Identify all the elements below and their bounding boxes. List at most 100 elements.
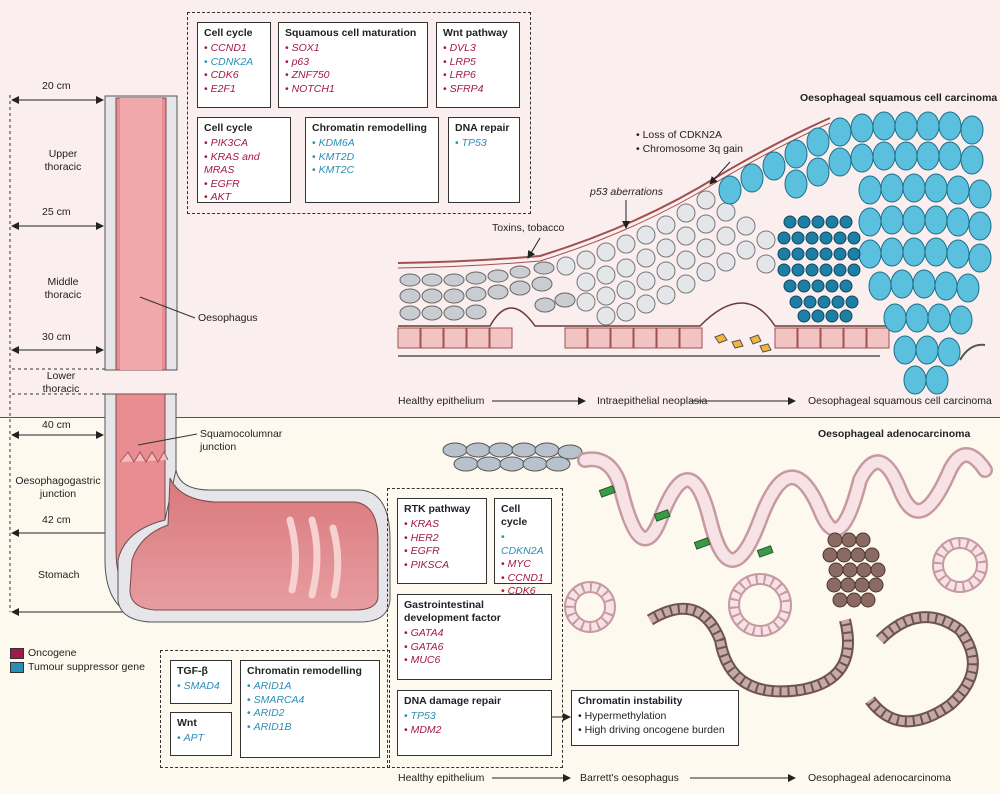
instability-item: Hypermethylation <box>578 710 732 724</box>
squamous-box-1: Squamous cell maturationSOX1p63ZNF750NOT… <box>278 22 428 108</box>
gene-item: APT <box>177 732 225 746</box>
gene-item: TP53 <box>455 137 513 151</box>
gene-item: CDKN2A <box>501 531 545 558</box>
gene-item: ARID1A <box>247 680 373 694</box>
box-title: Cell cycle <box>204 27 253 39</box>
gene-item: SMAD4 <box>177 680 225 694</box>
region-stomach: Stomach <box>38 569 80 581</box>
region-middle-thoracic: Middle thoracic <box>44 276 82 301</box>
adeno-box-1: Cell cycleCDKN2AMYCCCND1CDK6 <box>494 498 552 597</box>
squamous-section-title: Oesophageal squamous cell carcinoma <box>800 92 998 104</box>
adeno-box-6: WntAPT <box>170 712 232 756</box>
squamous-stage-2: Intraepithelial neoplasia <box>597 395 708 407</box>
adeno-box-4: TGF-βSMAD4 <box>170 660 232 704</box>
box-title: Chromatin remodelling <box>247 665 362 677</box>
gene-item: MUC6 <box>404 654 545 668</box>
region-oesophagogastric-junction: Oesophagogastric junction <box>15 475 101 500</box>
legend-suppressor: Tumour suppressor gene <box>28 661 145 673</box>
distance-42cm: 42 cm <box>42 514 71 526</box>
gene-item: p63 <box>285 56 421 70</box>
neoplasia-cells <box>556 190 776 326</box>
gene-item: KMT2C <box>312 164 432 178</box>
gene-item: CDNK2A <box>204 56 264 70</box>
adeno-stage-1: Healthy epithelium <box>398 772 485 784</box>
invasive-cluster <box>777 215 861 323</box>
scj-label: Squamocolumnar junction <box>200 428 283 453</box>
squamous-box-2: Wnt pathwayDVL3LRP5LRP6SFRP4 <box>436 22 520 108</box>
adeno-tissue <box>442 442 993 728</box>
gene-item: KDM6A <box>312 137 432 151</box>
gene-item: KRAS <box>404 518 480 532</box>
chromatin-instability-box: Chromatin instability Hypermethylation H… <box>571 690 739 746</box>
gene-item: ARID2 <box>247 707 373 721</box>
annotation-p53: p53 aberrations <box>590 186 663 198</box>
distance-25cm: 25 cm <box>42 206 71 218</box>
gene-item: SMARCA4 <box>247 694 373 708</box>
adeno-gene-group-right <box>387 488 563 768</box>
carcinoma-cells <box>718 111 992 395</box>
gene-item: AKT <box>204 191 284 205</box>
box-title: Wnt <box>177 717 197 729</box>
panel-divider <box>0 417 1000 418</box>
annotation-loss: • Loss of CDKN2A <box>636 129 722 141</box>
gene-item: SOX1 <box>285 42 421 56</box>
legend-oncogene: Oncogene <box>28 647 77 659</box>
healthy-cells <box>399 261 576 321</box>
distance-30cm: 30 cm <box>42 331 71 343</box>
gene-item: ZNF750 <box>285 69 421 83</box>
gene-item: SFRP4 <box>443 83 513 97</box>
box-title: DNA damage repair <box>404 695 502 707</box>
gene-item: CDK6 <box>204 69 264 83</box>
gene-item: CCND1 <box>501 572 545 586</box>
gene-item: MDM2 <box>404 724 545 738</box>
box-title: Cell cycle <box>204 122 253 134</box>
gene-item: LRP6 <box>443 69 513 83</box>
box-title: Squamous cell maturation <box>285 27 417 39</box>
gene-item: E2F1 <box>204 83 264 97</box>
box-title: TGF-β <box>177 665 208 677</box>
gene-item: TP53 <box>404 710 545 724</box>
squamous-stage-3: Oesophageal squamous cell carcinoma <box>808 395 992 407</box>
annotation-gain: • Chromosome 3q gain <box>636 143 743 155</box>
gene-item: LRP5 <box>443 56 513 70</box>
gene-item: HER2 <box>404 532 480 546</box>
gene-item: PIK3CA <box>204 137 284 151</box>
box-title: Chromatin remodelling <box>312 122 427 134</box>
box-title: DNA repair <box>455 122 510 134</box>
box-title: Wnt pathway <box>443 27 508 39</box>
gene-item: MYC <box>501 558 545 572</box>
oncogene-swatch <box>10 647 24 659</box>
gene-item: KRAS and MRAS <box>204 151 284 178</box>
gene-item: KMT2D <box>312 151 432 165</box>
instability-item: High driving oncogene burden <box>578 724 732 738</box>
box-title: RTK pathway <box>404 503 471 515</box>
gene-item: PIKSCA <box>404 559 480 573</box>
gene-item: DVL3 <box>443 42 513 56</box>
squamous-box-3: Cell cyclePIK3CAKRAS and MRASEGFRAKT <box>197 117 291 203</box>
distance-20cm: 20 cm <box>42 80 71 92</box>
squamous-box-4: Chromatin remodellingKDM6AKMT2DKMT2C <box>305 117 439 203</box>
gene-item: GATA6 <box>404 641 545 655</box>
oesophagus-label: Oesophagus <box>198 312 258 324</box>
region-upper-thoracic: Upper thoracic <box>44 148 82 173</box>
oesophagus-tube <box>104 95 391 623</box>
box-title: Cell cycle <box>501 503 528 528</box>
adeno-gene-group-left <box>160 650 390 768</box>
squamous-stage-1: Healthy epithelium <box>398 395 485 407</box>
adeno-box-5: Chromatin remodellingARID1ASMARCA4ARID2A… <box>240 660 380 758</box>
adeno-box-2: Gastrointestinal development factorGATA4… <box>397 594 552 680</box>
instability-title: Chromatin instability <box>578 695 683 707</box>
squamous-box-0: Cell cycleCCND1CDNK2ACDK6E2F1 <box>197 22 271 108</box>
gene-item: GATA4 <box>404 627 545 641</box>
adeno-stage-3: Oesophageal adenocarcinoma <box>808 772 952 784</box>
gene-item: ARID1B <box>247 721 373 735</box>
gene-item: CCND1 <box>204 42 264 56</box>
adeno-section-title: Oesophageal adenocarcinoma <box>818 428 971 440</box>
squamous-box-5: DNA repairTP53 <box>448 117 520 203</box>
box-title: Gastrointestinal development factor <box>404 599 501 624</box>
legend: Oncogene Tumour suppressor gene <box>10 646 145 674</box>
invading-fragments <box>714 333 772 353</box>
squamous-tissue <box>397 111 992 395</box>
squamous-gene-group <box>187 12 531 214</box>
